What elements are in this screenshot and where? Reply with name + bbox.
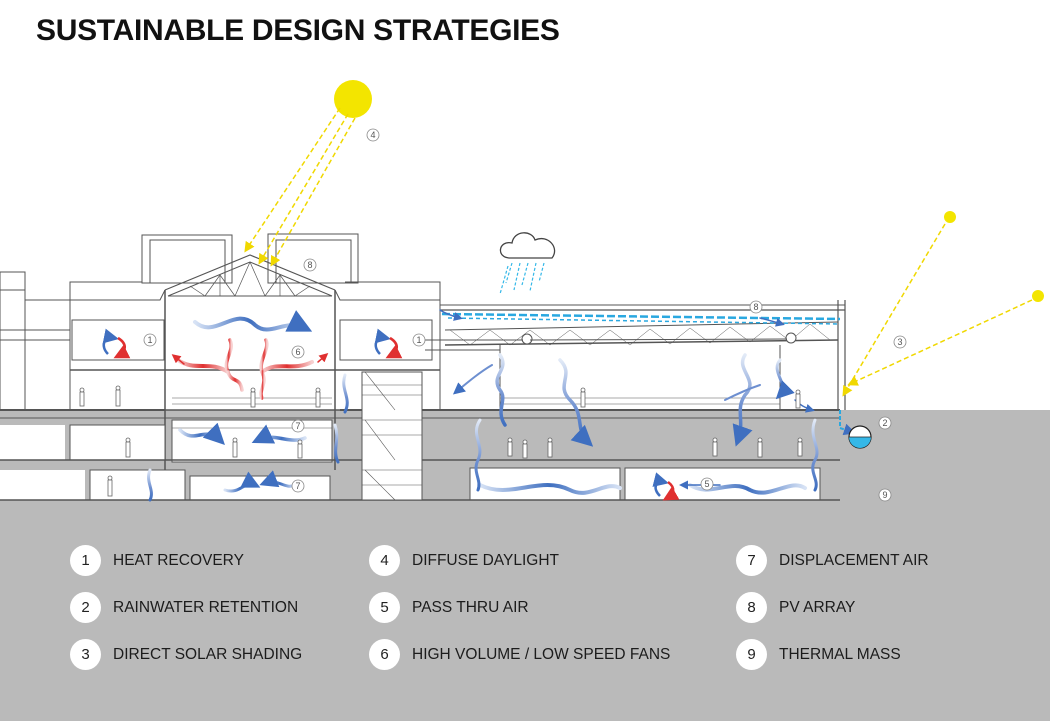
pv-array-line — [441, 312, 841, 321]
callout-1b — [412, 333, 426, 347]
svg-text:7: 7 — [295, 421, 300, 431]
callout-3 — [893, 335, 907, 349]
callout-1 — [143, 333, 157, 347]
callout-8 — [303, 258, 317, 272]
svg-text:7: 7 — [295, 481, 300, 491]
legend-label: PASS THRU AIR — [412, 599, 529, 616]
callout-9 — [878, 488, 892, 502]
svg-text:8: 8 — [753, 302, 758, 312]
page-title: SUSTAINABLE DESIGN STRATEGIES — [36, 14, 560, 47]
svg-text:1: 1 — [416, 335, 421, 345]
svg-text:1: 1 — [147, 335, 152, 345]
sun-icon — [334, 80, 372, 118]
warm-air-flows — [171, 338, 329, 400]
legend-number: 2 — [70, 592, 101, 623]
svg-text:2: 2 — [882, 418, 887, 428]
legend-number: 1 — [70, 545, 101, 576]
callout-6 — [291, 345, 305, 359]
svg-text:9: 9 — [882, 490, 887, 500]
legend-label: RAINWATER RETENTION — [113, 599, 299, 616]
legend-number: 6 — [369, 639, 400, 670]
callout-8b — [749, 300, 763, 314]
svg-text:5: 5 — [704, 479, 709, 489]
svg-text:3: 3 — [897, 337, 902, 347]
legend-label: DISPLACEMENT AIR — [779, 552, 929, 569]
rain-cloud-icon — [499, 232, 556, 295]
pv-array-line-2 — [447, 317, 841, 325]
callout-2 — [878, 416, 892, 430]
legend-label: PV ARRAY — [779, 599, 856, 616]
people-figures — [79, 385, 803, 497]
sun-icon-east-2 — [1032, 290, 1044, 302]
heat-recovery-icon-1 — [102, 328, 131, 359]
building-structure — [0, 233, 460, 501]
callout-4 — [366, 128, 380, 142]
legend-label: DIRECT SOLAR SHADING — [113, 646, 303, 663]
legend-label: HIGH VOLUME / LOW SPEED FANS — [412, 646, 671, 663]
callout-markers — [143, 128, 907, 502]
solar-rays — [244, 107, 1033, 397]
svg-text:4: 4 — [370, 130, 375, 140]
callout-7 — [291, 419, 305, 433]
legend-number: 7 — [736, 545, 767, 576]
sun-icon-east-1 — [944, 211, 956, 223]
legend-number: 3 — [70, 639, 101, 670]
legend-label: DIFFUSE DAYLIGHT — [412, 552, 559, 569]
legend-number: 4 — [369, 545, 400, 576]
legend-number: 9 — [736, 639, 767, 670]
heat-recovery-icon-3 — [652, 472, 680, 501]
svg-text:8: 8 — [307, 260, 312, 270]
legend-label: THERMAL MASS — [779, 646, 901, 663]
cool-air-flows — [147, 309, 819, 502]
heat-recovery-icon-2 — [374, 328, 403, 359]
legend-number: 5 — [369, 592, 400, 623]
exhibition-hall-structure — [425, 300, 846, 501]
svg-text:6: 6 — [295, 347, 300, 357]
legend-label: HEAT RECOVERY — [113, 552, 244, 569]
callout-7b — [291, 479, 305, 493]
callout-5 — [700, 477, 714, 491]
rainwater-tank — [839, 410, 872, 449]
legend-number: 8 — [736, 592, 767, 623]
callout-numbers: 1 1 2 3 4 5 6 7 7 8 8 9 — [147, 130, 902, 500]
